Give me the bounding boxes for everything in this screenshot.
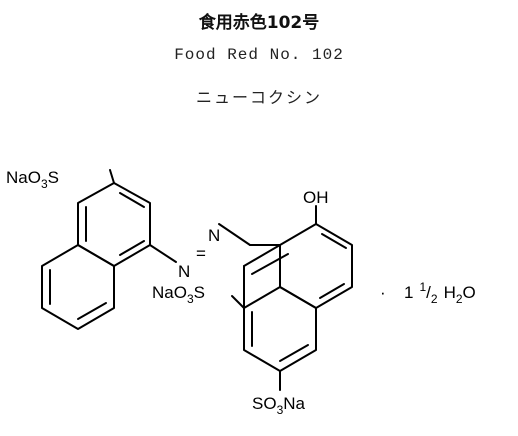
label-naO3s-top: NaO3S — [6, 168, 59, 191]
label-azo-n1: N — [178, 262, 190, 281]
compound-name-japanese: 食用赤色102号 — [198, 13, 320, 33]
label-so3na-bottom: SO3Na — [252, 394, 306, 417]
bond-lines — [41, 169, 353, 391]
compound-name-english: Food Red No. 102 — [174, 46, 344, 64]
label-azo-double-bond: = — [196, 244, 206, 263]
hydrate-dot: · — [380, 283, 386, 302]
label-azo-n2: N — [208, 226, 220, 245]
compound-name-katakana: ニューコクシン — [195, 88, 322, 107]
label-hydroxyl: OH — [303, 188, 329, 207]
label-naO3s-middle: NaO3S — [152, 283, 205, 306]
